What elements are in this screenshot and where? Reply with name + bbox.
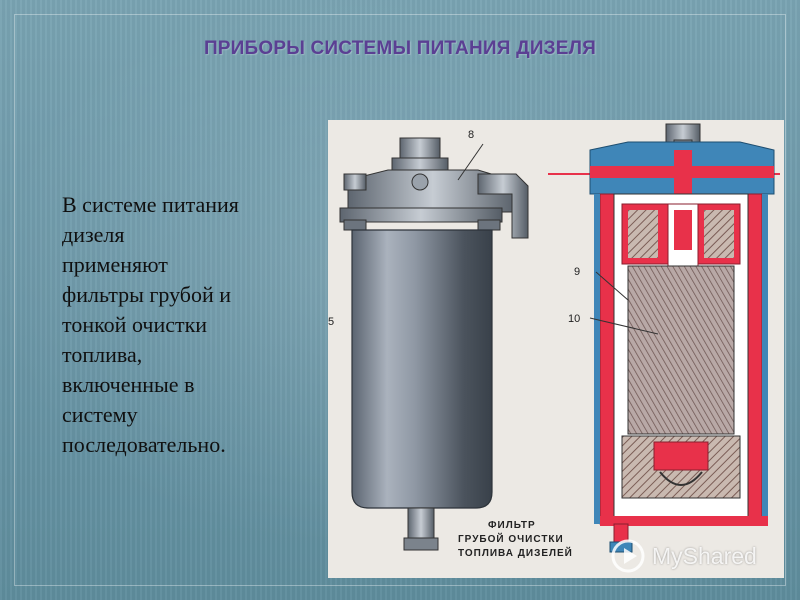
slide-frame xyxy=(14,14,786,586)
filter-drawing: 8 9 10 5 ФИЛЬТР ГРУБОЙ ОЧИСТКИ ТОПЛИВА Д… xyxy=(328,123,780,559)
myshared-watermark: MyShared xyxy=(610,538,757,574)
slide-body-text: В системе питания дизеля применяют фильт… xyxy=(62,190,312,460)
body-line: включенные в xyxy=(62,372,195,397)
caption-line: ФИЛЬТР xyxy=(488,520,536,531)
part-label-8: 8 xyxy=(468,129,474,141)
myshared-logo-icon xyxy=(611,539,645,573)
caption-line: ТОПЛИВА ДИЗЕЛЕЙ xyxy=(458,546,573,559)
body-line: топлива, xyxy=(62,342,143,367)
slide-title: ПРИБОРЫ СИСТЕМЫ ПИТАНИЯ ДИЗЕЛЯ xyxy=(203,38,597,59)
filter-cutaway-view xyxy=(548,123,780,553)
part-label-5: 5 xyxy=(328,316,334,328)
body-line: В системе питания xyxy=(62,192,239,217)
body-line: тонкой очистки xyxy=(62,312,208,337)
body-line: систему xyxy=(62,402,138,427)
caption-line: ГРУБОЙ ОЧИСТКИ xyxy=(458,532,564,545)
part-label-10: 10 xyxy=(568,313,580,325)
body-line: фильтры грубой и xyxy=(62,282,232,307)
body-line: последовательно. xyxy=(62,432,226,457)
filter-illustration: 8 9 10 5 ФИЛЬТР ГРУБОЙ ОЧИСТКИ ТОПЛИВА Д… xyxy=(328,120,784,578)
filter-exterior-view xyxy=(339,137,529,551)
watermark-text: MyShared xyxy=(652,542,757,569)
part-label-9: 9 xyxy=(574,266,580,278)
body-line: применяют xyxy=(62,252,168,277)
body-line: дизеля xyxy=(62,222,125,247)
